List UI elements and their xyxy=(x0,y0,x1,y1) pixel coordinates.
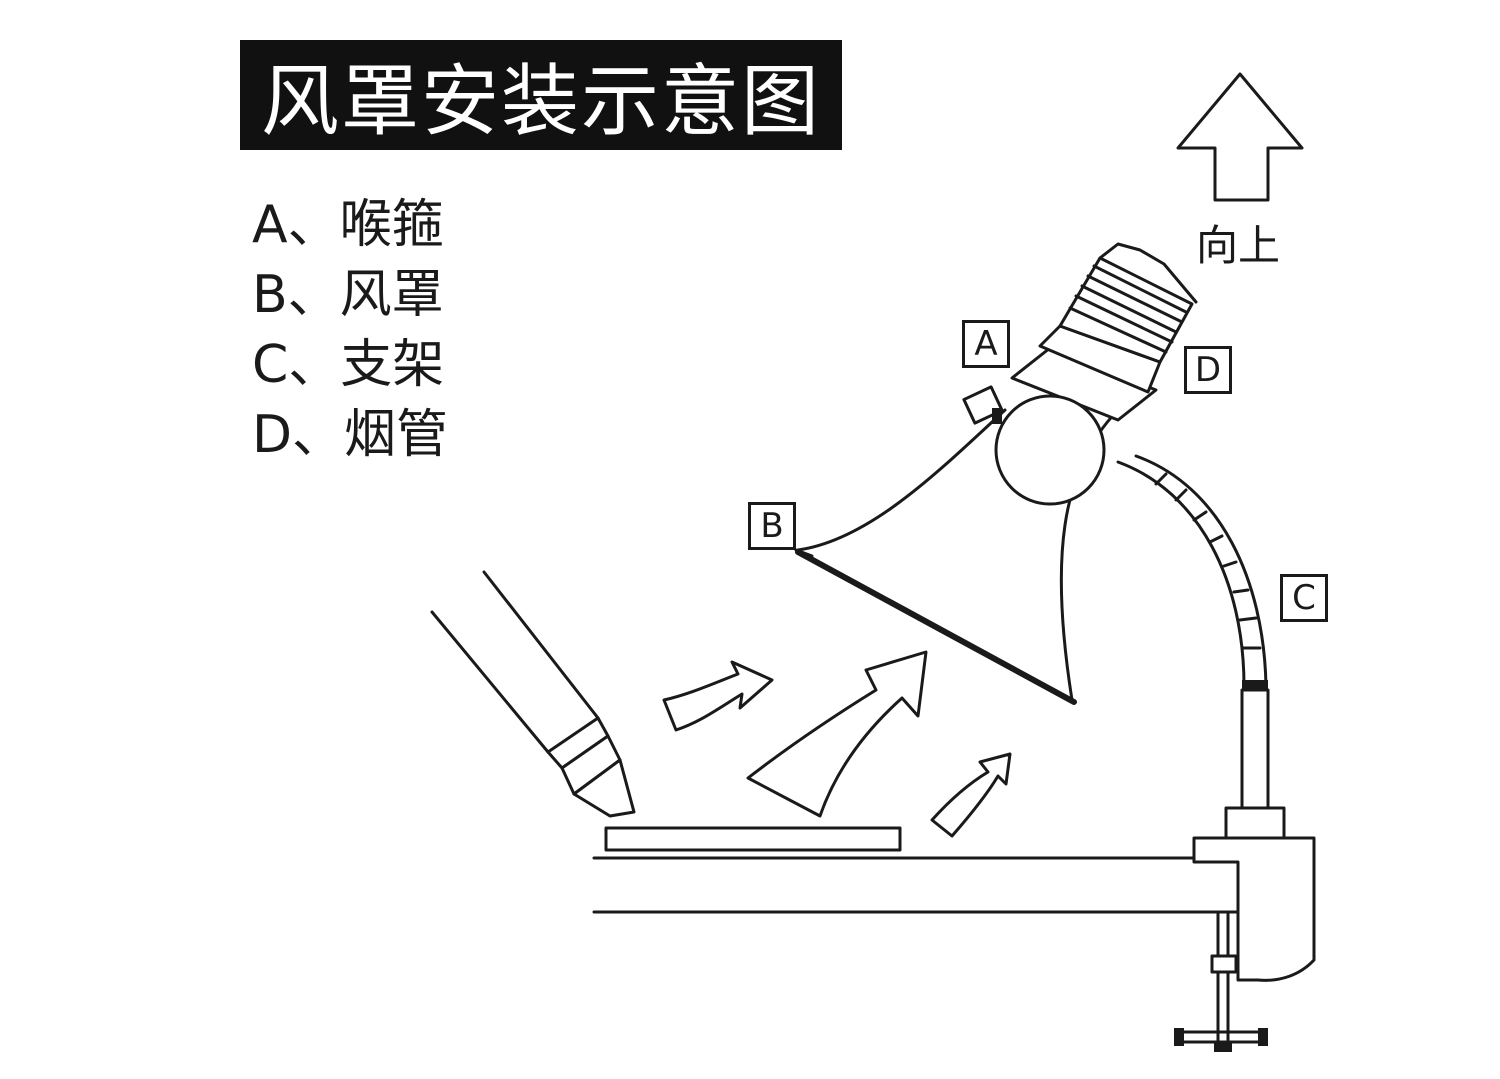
callout-a: A xyxy=(962,320,1010,368)
up-direction-label: 向上 xyxy=(1196,221,1281,270)
workpiece-board xyxy=(604,826,902,852)
legend-item-b: B、风罩 xyxy=(252,265,444,325)
soldering-iron xyxy=(430,570,636,818)
up-arrow-icon xyxy=(1176,72,1304,202)
smoke-flow-arrow-2 xyxy=(746,650,928,818)
page-title: 风罩安装示意图 xyxy=(260,57,821,147)
smoke-pipe xyxy=(1058,242,1198,364)
smoke-flow-arrow-3 xyxy=(930,752,1012,838)
table-clamp xyxy=(1174,836,1316,1052)
workbench xyxy=(592,856,1260,914)
smoke-flow-arrow-1 xyxy=(662,660,774,732)
legend: A、喉箍 B、风罩 C、支架 D、烟管 xyxy=(252,190,448,470)
callout-b: B xyxy=(748,502,796,550)
callout-d: D xyxy=(1184,346,1232,394)
hose-clamp xyxy=(962,324,1162,506)
callout-leader-b xyxy=(794,548,814,558)
legend-item-d: D、烟管 xyxy=(252,405,449,465)
callout-c: C xyxy=(1280,574,1328,622)
title-banner: 风罩安装示意图 xyxy=(240,40,842,150)
gooseneck-support xyxy=(1116,454,1286,840)
legend-item-c: C、支架 xyxy=(252,335,445,395)
legend-item-a: A、喉箍 xyxy=(252,195,444,255)
